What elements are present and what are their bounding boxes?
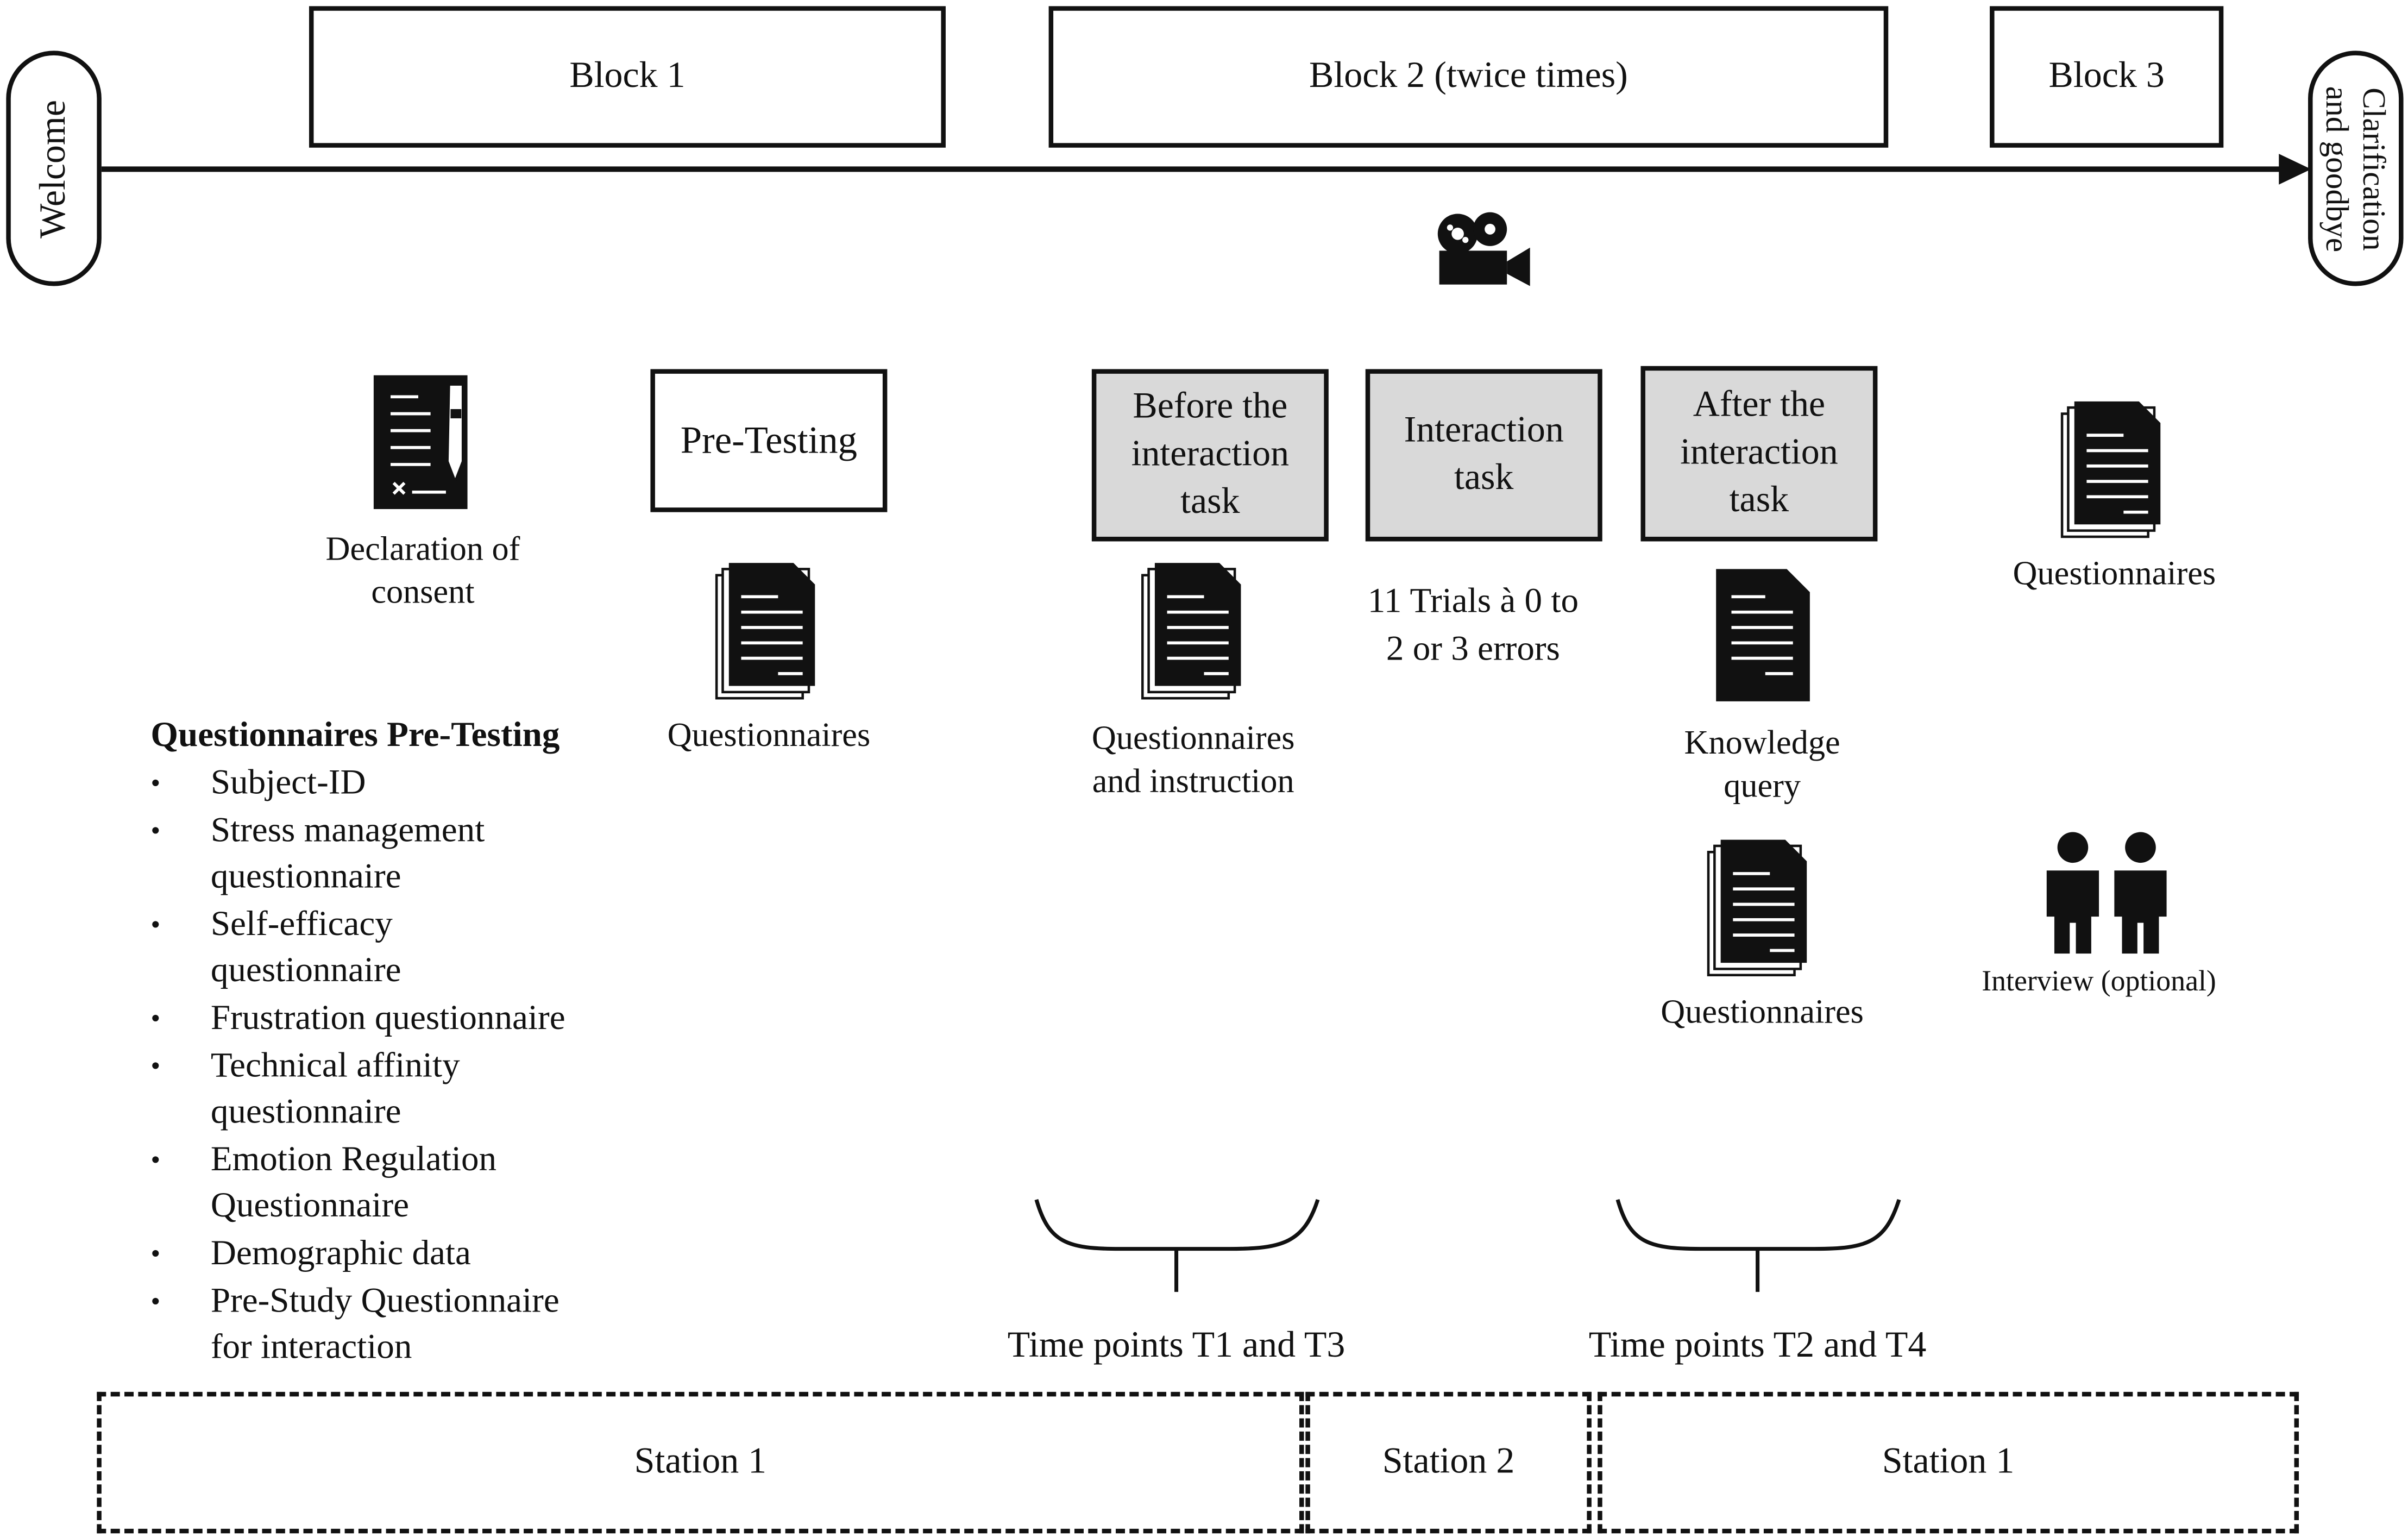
trials-caption: 11 Trials à 0 to 2 or 3 errors [1367, 581, 1579, 668]
after-questionnaires-caption: Questionnaires [1661, 992, 1864, 1031]
timepoints-t1-t3: Time points T1 and T3 [1007, 1326, 1346, 1366]
list-item: Subject-ID [150, 760, 658, 807]
goodbye-label: Clarification and goodbye [2318, 85, 2393, 252]
station-1-first: Station 1 [97, 1391, 1304, 1534]
pretesting-caption: Questionnaires [667, 715, 871, 754]
before-task-label: Before the interaction task [1131, 386, 1290, 523]
pretesting-step: Pre-Testing [650, 369, 888, 512]
document-stack-icon [715, 563, 815, 700]
document-icon [1716, 569, 1810, 701]
block-2: Block 2 (twice times) [1048, 6, 1889, 148]
interview-caption: Interview (optional) [1982, 965, 2216, 999]
knowledge-query-caption: Knowledge query [1684, 723, 1840, 805]
welcome-terminal: Welcome [6, 51, 102, 286]
interaction-task-label: Interaction task [1404, 410, 1564, 499]
block3-questionnaires-caption: Questionnaires [2013, 554, 2216, 592]
block-3: Block 3 [1990, 6, 2224, 148]
pretest-list-heading: Questionnaires Pre-Testing [150, 715, 560, 754]
before-task-step: Before the interaction task [1091, 369, 1329, 542]
two-persons-icon [2046, 832, 2167, 954]
welcome-label: Welcome [34, 99, 74, 238]
timepoints-t2-t4: Time points T2 and T4 [1588, 1326, 1927, 1366]
station-1-second: Station 1 [1598, 1391, 2299, 1534]
after-task-label: After the interaction task [1680, 385, 1838, 521]
list-item: Frustration questionnaire [150, 995, 658, 1042]
signed-document-icon [373, 375, 468, 509]
pretest-questionnaire-list: Subject-ID Stress managementquestionnair… [150, 760, 658, 1371]
brace-t2-t4 [1615, 1199, 1901, 1292]
video-camera-icon [1437, 212, 1530, 286]
brace-t1-t3 [1034, 1199, 1320, 1292]
after-task-step: After the interaction task [1640, 366, 1878, 542]
timeline-arrowhead [2279, 154, 2311, 185]
station-2: Station 2 [1305, 1391, 1592, 1534]
before-task-caption: Questionnaires and instruction [1091, 718, 1295, 800]
block-1: Block 1 [309, 6, 946, 148]
document-stack-icon [1141, 563, 1241, 700]
list-item: Demographic data [150, 1230, 658, 1277]
interaction-task-step: Interaction task [1365, 369, 1602, 542]
document-stack-icon [2060, 401, 2161, 538]
consent-caption: Declaration of consent [325, 529, 520, 611]
goodbye-terminal: Clarification and goodbye [2308, 51, 2404, 286]
document-stack-icon [1707, 839, 1807, 976]
